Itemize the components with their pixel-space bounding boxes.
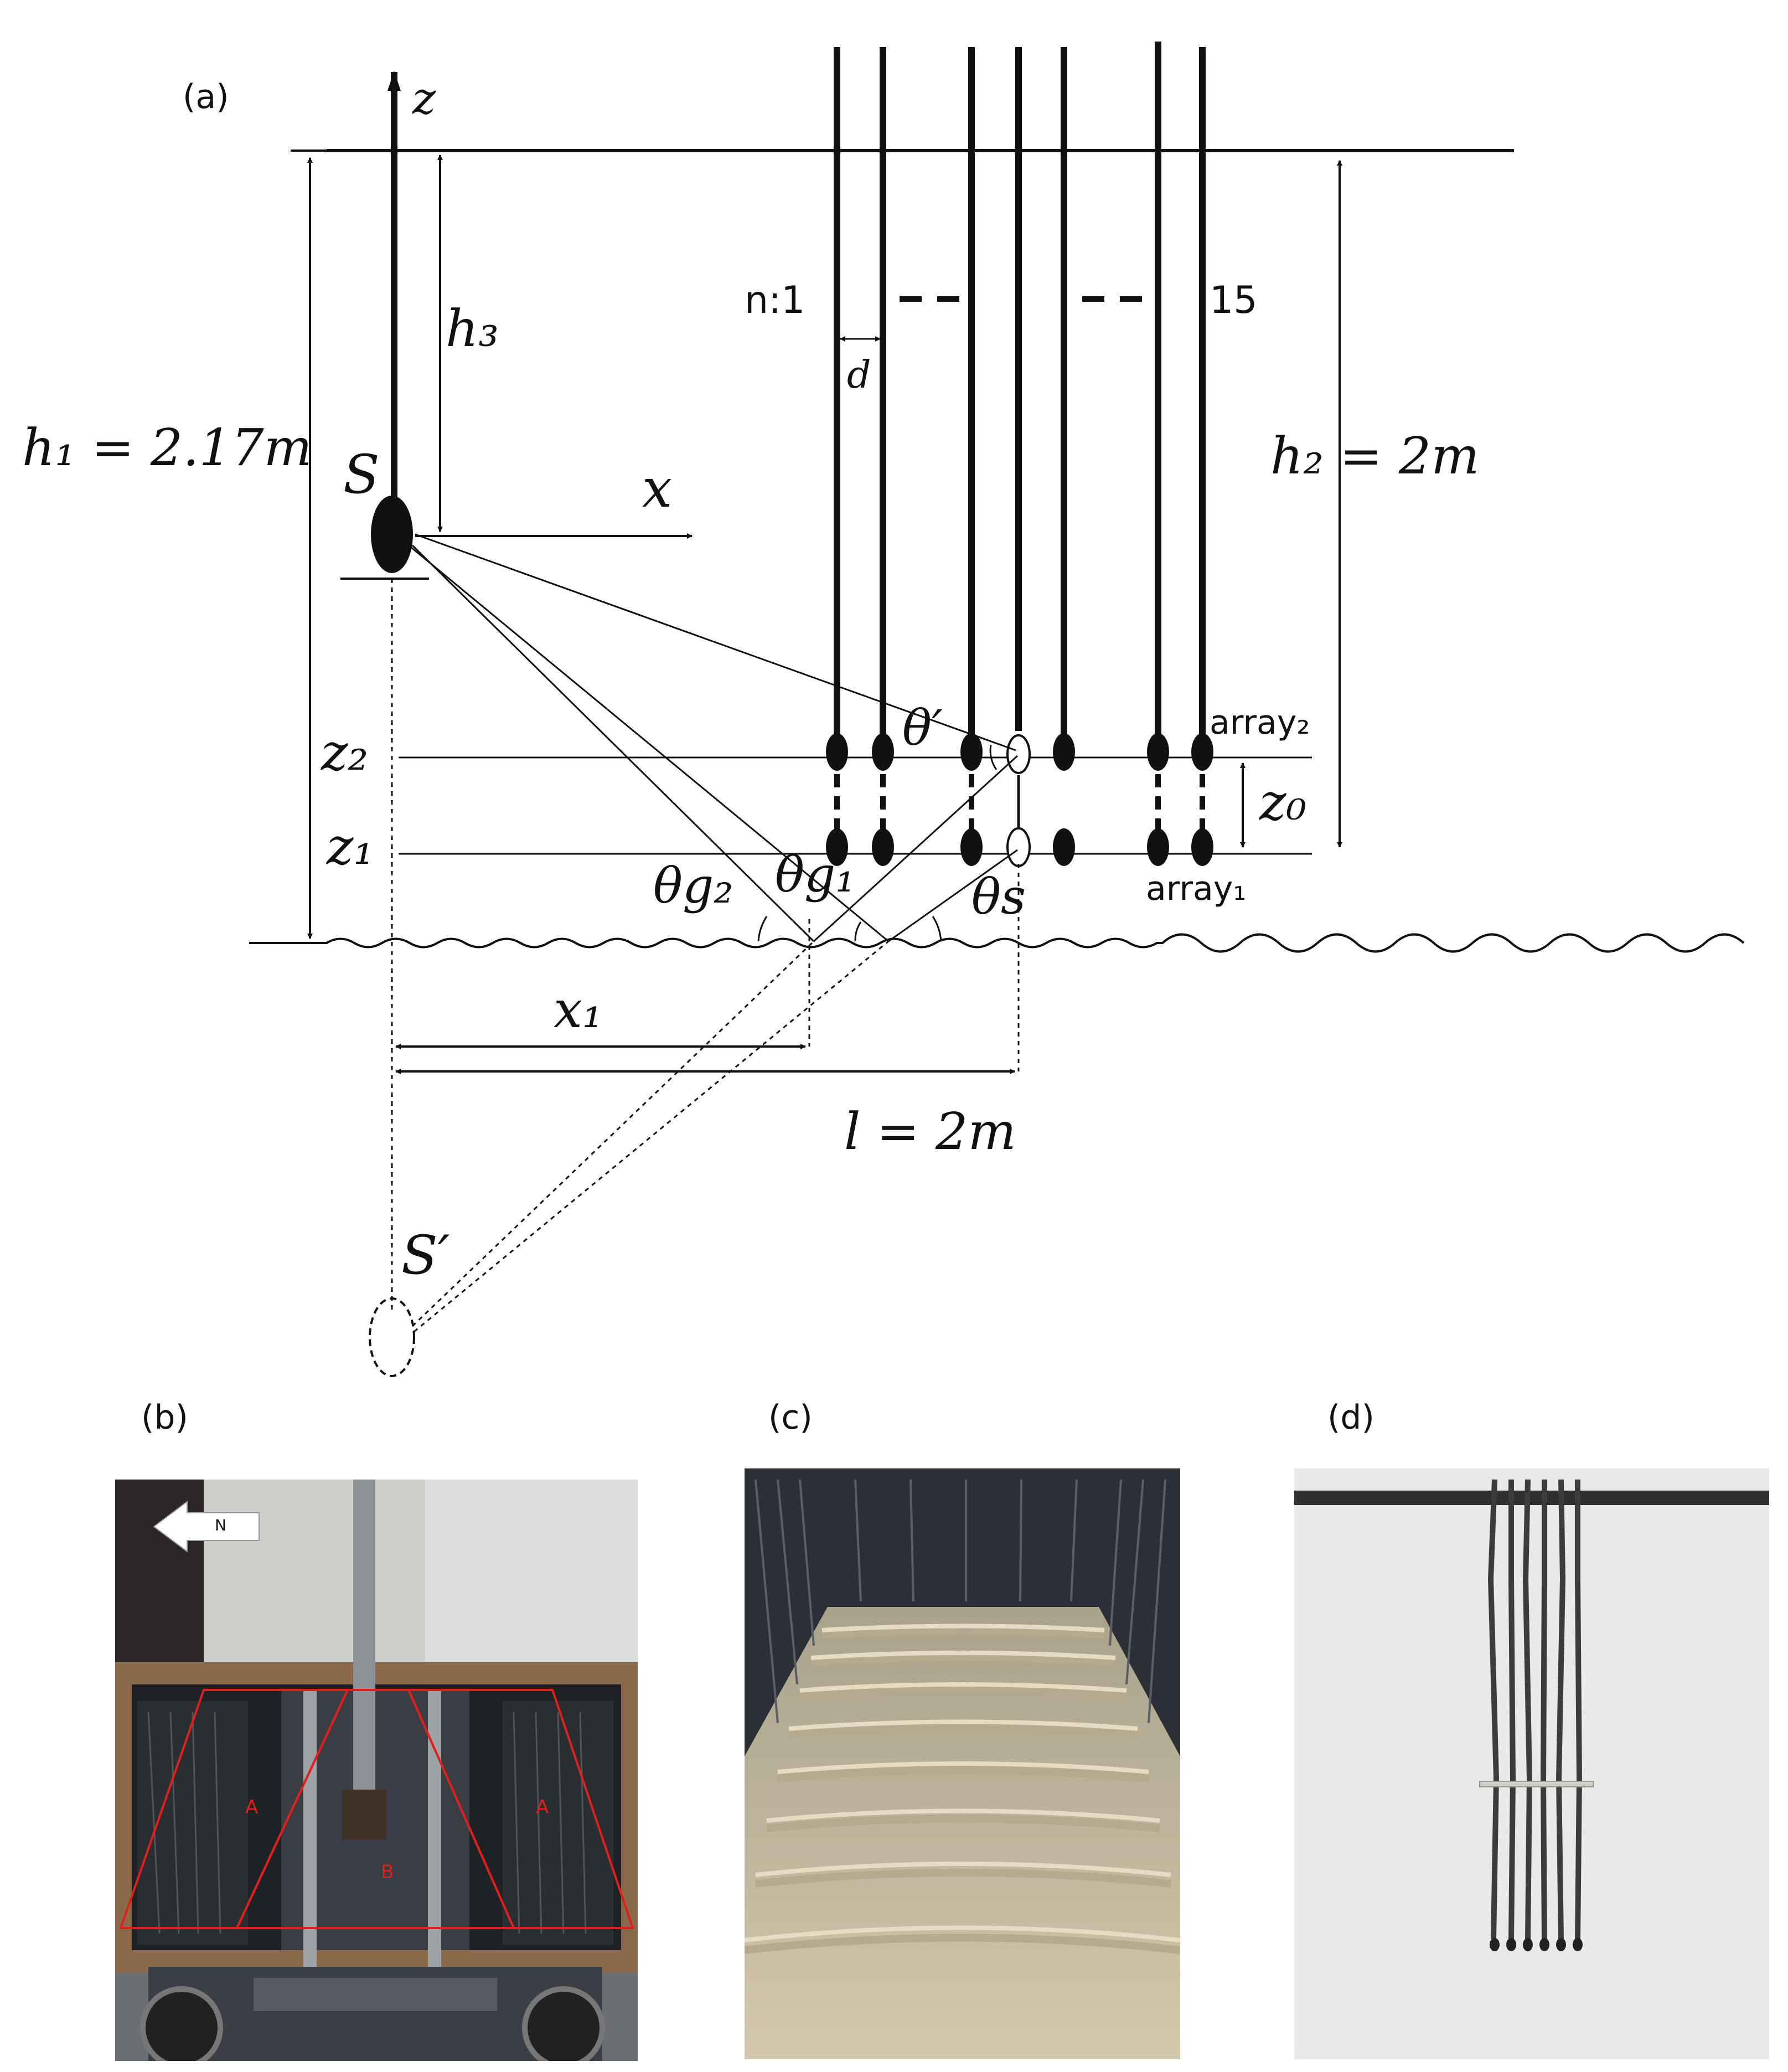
h3-label: h₃ <box>446 299 499 358</box>
spacing-d-label: d <box>847 353 871 397</box>
array1-hydrophones <box>826 828 1213 866</box>
region-b-label: B <box>381 1861 394 1883</box>
panel-label-d: (d) <box>1327 1398 1374 1437</box>
array1-label: array₁ <box>1146 869 1246 908</box>
z2-label: z₂ <box>321 723 368 782</box>
theta-s-label: θs <box>971 868 1026 925</box>
photo-hydrophone-array <box>1294 1468 1769 2059</box>
image-source-marker <box>369 1297 415 1377</box>
x1-label: x₁ <box>554 980 603 1039</box>
reference-hydrophone-lower <box>1006 827 1031 867</box>
theta-prime-label: θ′ <box>902 699 943 756</box>
string-first-label: n:1 <box>745 279 805 322</box>
north-arrow-label: N <box>215 1516 226 1534</box>
h2-label: h₂ = 2m <box>1270 426 1479 486</box>
panel-label-b: (b) <box>141 1398 188 1437</box>
array-hydrophones <box>1490 1938 1583 1951</box>
reference-hydrophone-upper <box>1006 734 1031 774</box>
z1-label: z₁ <box>326 817 374 876</box>
region-a-left-label: A <box>245 1796 258 1818</box>
source-label: S <box>343 444 380 506</box>
photo-sand-seabed <box>745 1468 1180 2059</box>
image-source-label: S′ <box>401 1224 450 1286</box>
h1-label: h₁ = 2.17m <box>22 418 312 477</box>
x-axis-label: x <box>642 457 672 519</box>
array-cables <box>1487 1479 1583 1940</box>
ray-paths <box>410 533 1019 942</box>
receiver-strings <box>834 42 1206 742</box>
source-marker <box>371 496 413 573</box>
seabed-line <box>249 933 1745 953</box>
photo-tank: N A B A <box>115 1480 638 2061</box>
string-last-label: 15 <box>1210 279 1258 322</box>
geometry-schematic: z h₁ = 2.17m h₃ S x n:1 15 d h₂ = 2m z₂ … <box>22 42 1745 1377</box>
array2-label: array₂ <box>1210 703 1310 742</box>
z0-label: z₀ <box>1259 772 1306 832</box>
panel-label-c: (c) <box>768 1398 813 1437</box>
l-label: l = 2m <box>844 1102 1016 1161</box>
z-axis-label: z <box>412 73 436 124</box>
theta-g2-label: θg₂ <box>653 857 733 914</box>
panel-label-a: (a) <box>183 78 229 116</box>
region-a-right-label: A <box>536 1796 549 1818</box>
theta-g1-label: θg₁ <box>775 846 855 903</box>
array2-hydrophones <box>826 733 1213 771</box>
